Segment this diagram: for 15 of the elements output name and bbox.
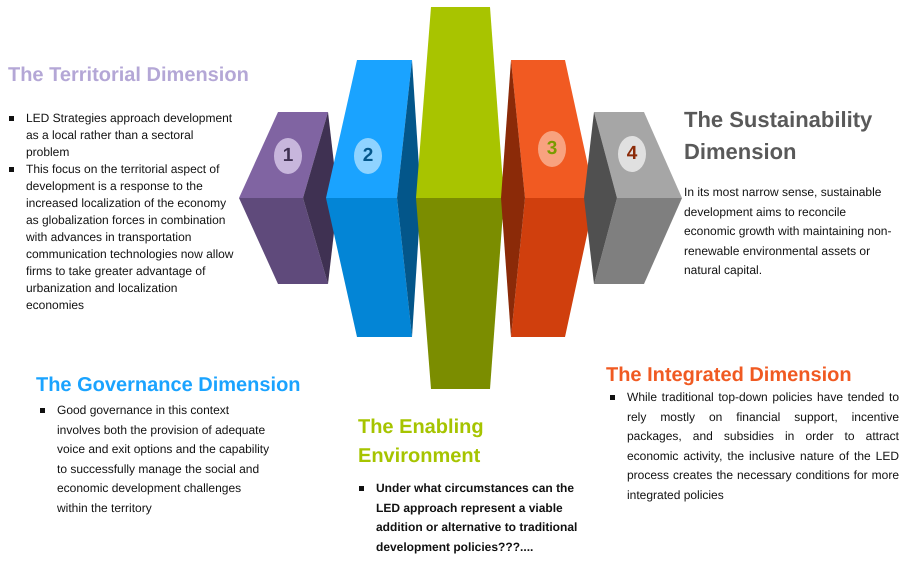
section-heading: The Territorial Dimension xyxy=(8,63,250,88)
bullet-text: This focus on the territorial aspect of development is a response to the increased localization of the economy as globalization forces in combination with advances in transportation communication technologies now allow firms to take greater advantage of urbanization and localization economies xyxy=(26,161,234,314)
section-heading: The Sustainability Dimension xyxy=(684,106,874,166)
step-number: 2 xyxy=(362,144,374,168)
step-number: 3 xyxy=(546,137,558,161)
section-heading: The Governance Dimension xyxy=(36,373,302,398)
section-heading: The Enabling Environment xyxy=(358,415,485,469)
bullet-text: LED Strategies approach development as a local rather than a sectoral problem xyxy=(26,110,234,161)
bullet-text: Good governance in this context involves both the provision of adequate voice and exit options and the capability to successfully manage the social and economic development challenges within the territory xyxy=(57,402,270,516)
section-heading: The Integrated Dimension xyxy=(606,363,853,388)
step-number: 1 xyxy=(282,144,294,168)
body-text: In its most narrow sense, sustainable development aims to reconcile economic growth with maintaining non-renewable environmental assets or natural capital. xyxy=(684,184,892,279)
bullet-text: While traditional top-down policies have tended to rely mostly on financial support, incentive packages, and subsidies in order to attract economic activity, the inclusive nature of the LED process creates the necessary conditions for more integrated policies xyxy=(627,389,899,504)
step-number: 4 xyxy=(626,142,638,166)
bullet-text: Under what circumstances can the LED approach represent a viable addition or alternative to traditional development policies???.... xyxy=(376,480,578,556)
